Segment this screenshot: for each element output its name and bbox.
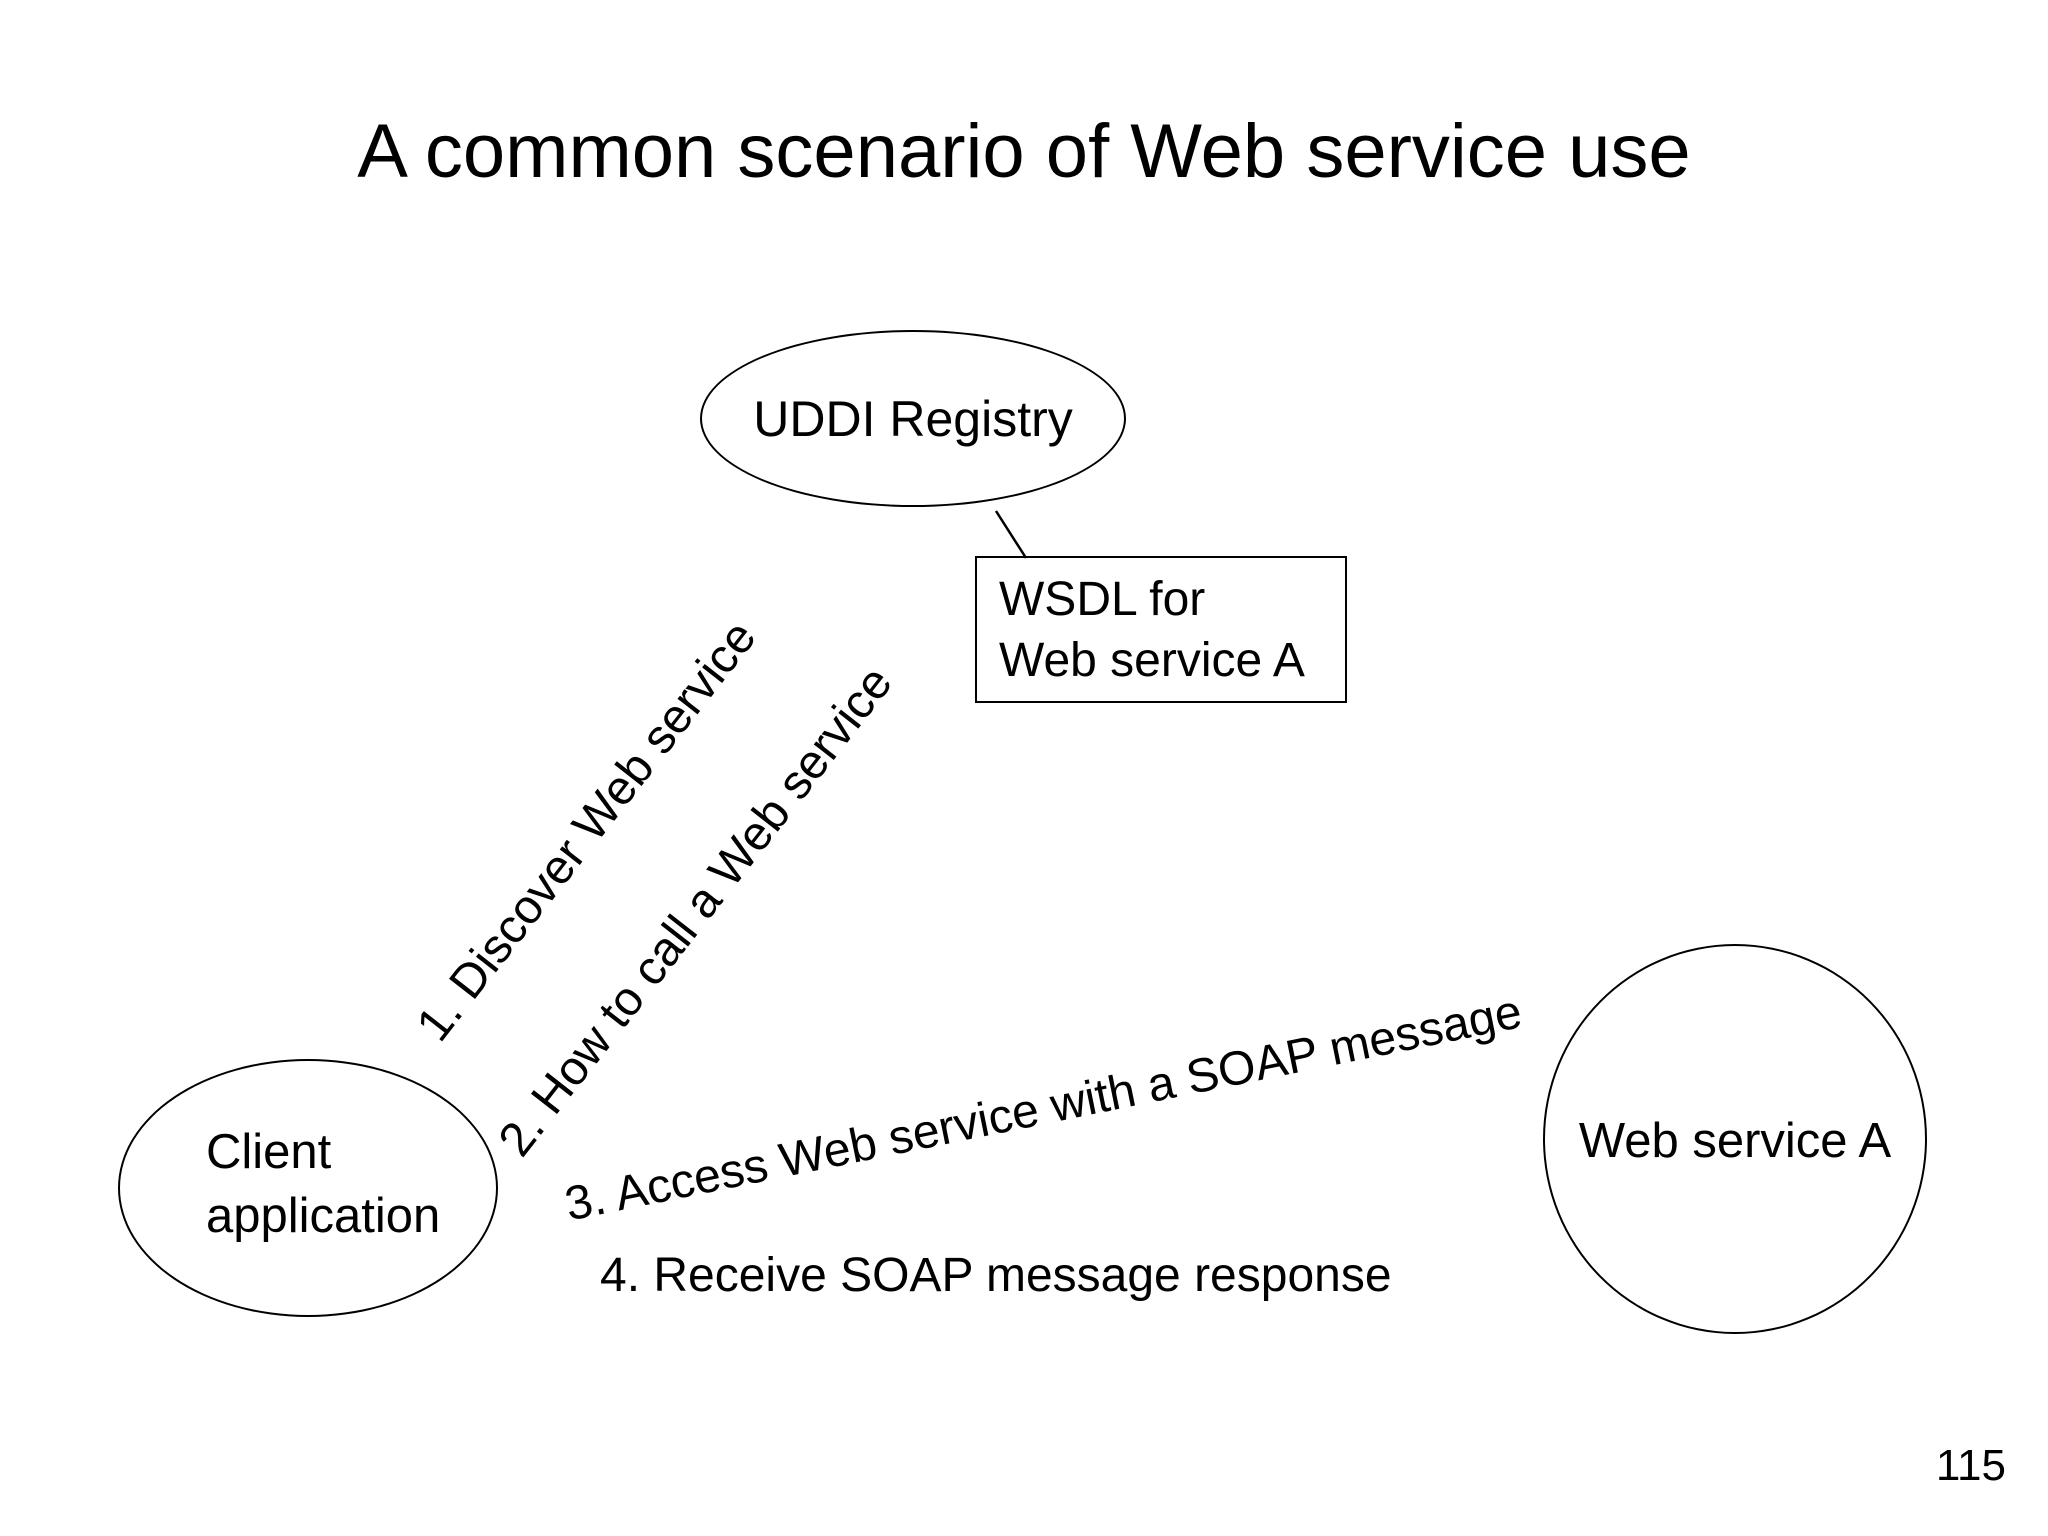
step-label-4-receive-soap-message-response: 4. Receive SOAP message response (600, 1249, 1392, 1302)
node-uddi-registry[interactable]: UDDI Registry (700, 330, 1126, 507)
node-client-application[interactable]: Client application (118, 1059, 498, 1317)
node-wsdl-document-label: WSDL for Web service A (999, 572, 1305, 687)
step-label-3-access-web-service-with-soap-message: 3. Access Web service with a SOAP messag… (560, 985, 1527, 1232)
node-web-service-a-label: Web service A (1578, 1114, 1892, 1168)
page-number: 115 (1935, 1441, 2006, 1490)
connector-uddi-to-wsdl (994, 510, 1028, 559)
node-client-application-label: Client application (206, 1125, 441, 1243)
page-title: A common scenario of Web service use (357, 109, 1691, 194)
node-web-service-a[interactable]: Web service A (1543, 944, 1927, 1334)
step-label-1-discover-web-service: 1. Discover Web service (406, 611, 767, 1052)
node-wsdl-document[interactable]: WSDL for Web service A (975, 556, 1347, 703)
node-uddi-registry-label: UDDI Registry (753, 390, 1073, 447)
